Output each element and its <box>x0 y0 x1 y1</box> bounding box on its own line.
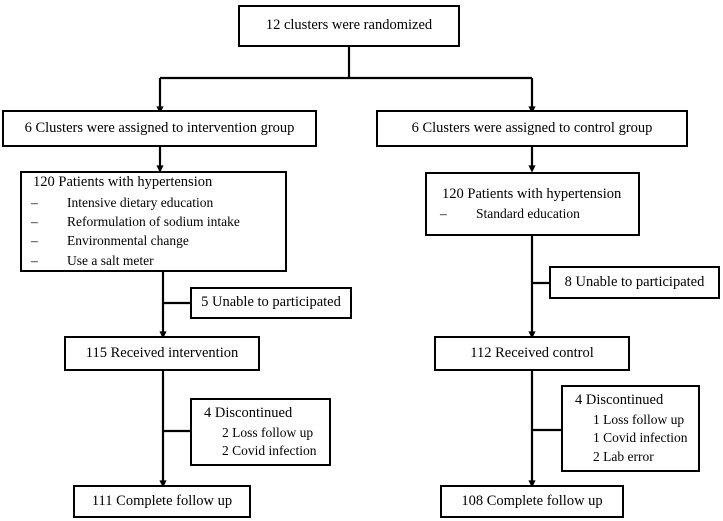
dash-bullet: – <box>440 206 447 222</box>
dash-bullet: – <box>31 214 38 230</box>
node-intervention-discontinued: 4 Discontinued 2 Loss follow up 2 Covid … <box>190 398 331 466</box>
dash-bullet: – <box>31 233 38 249</box>
node-intervention-assigned: 6 Clusters were assigned to intervention… <box>2 110 317 147</box>
list-item-label: Environmental change <box>67 233 189 249</box>
sub-item: 2 Loss follow up <box>222 424 314 440</box>
node-intervention-patients-title: 120 Patients with hypertension <box>33 174 213 191</box>
node-intervention-excluded-label: 5 Unable to participated <box>201 294 341 311</box>
node-control-patients: 120 Patients with hypertension – Standar… <box>425 172 640 236</box>
node-control-excluded: 8 Unable to participated <box>549 266 720 299</box>
node-control-discontinued-title: 4 Discontinued <box>575 392 664 409</box>
list-item-label: Intensive dietary education <box>67 195 214 211</box>
node-control-complete: 108 Complete follow up <box>440 485 624 518</box>
node-control-assigned-label: 6 Clusters were assigned to control grou… <box>411 119 653 136</box>
node-intervention-patients: 120 Patients with hypertension – Intensi… <box>20 171 287 272</box>
sub-item: 1 Covid infection <box>593 430 688 446</box>
node-control-patients-title: 120 Patients with hypertension <box>442 185 622 202</box>
list-item-label: Reformulation of sodium intake <box>67 214 240 230</box>
node-intervention-received-label: 115 Received intervention <box>85 344 239 361</box>
node-control-discontinued: 4 Discontinued 1 Loss follow up 1 Covid … <box>561 385 700 472</box>
dash-bullet: – <box>31 195 38 211</box>
node-intervention-excluded: 5 Unable to participated <box>190 287 352 319</box>
sub-item: 1 Loss follow up <box>593 411 685 427</box>
dash-bullet: – <box>31 252 38 268</box>
node-control-received: 112 Received control <box>434 336 630 371</box>
node-control-assigned: 6 Clusters were assigned to control grou… <box>376 110 688 147</box>
node-intervention-complete: 111 Complete follow up <box>73 485 251 518</box>
node-control-excluded-label: 8 Unable to participated <box>564 273 705 290</box>
list-item-label: Standard education <box>476 206 580 222</box>
sub-item: 2 Lab error <box>593 448 654 464</box>
node-intervention-discontinued-title: 4 Discontinued <box>204 404 293 421</box>
list-item: – Standard education <box>440 204 638 223</box>
node-randomized-label: 12 clusters were randomized <box>265 17 433 34</box>
list-item: – Reformulation of sodium intake <box>31 212 285 231</box>
node-control-complete-label: 108 Complete follow up <box>461 492 603 509</box>
list-item-label: Use a salt meter <box>67 252 154 268</box>
node-control-received-label: 112 Received control <box>470 344 594 361</box>
list-item: – Use a salt meter <box>31 251 285 270</box>
node-intervention-received: 115 Received intervention <box>64 336 260 371</box>
node-randomized: 12 clusters were randomized <box>238 5 460 47</box>
list-item: – Environmental change <box>31 231 285 250</box>
list-item: – Intensive dietary education <box>31 193 285 212</box>
node-intervention-complete-label: 111 Complete follow up <box>91 492 233 509</box>
node-intervention-assigned-label: 6 Clusters were assigned to intervention… <box>24 119 295 136</box>
sub-item: 2 Covid infection <box>222 442 317 458</box>
